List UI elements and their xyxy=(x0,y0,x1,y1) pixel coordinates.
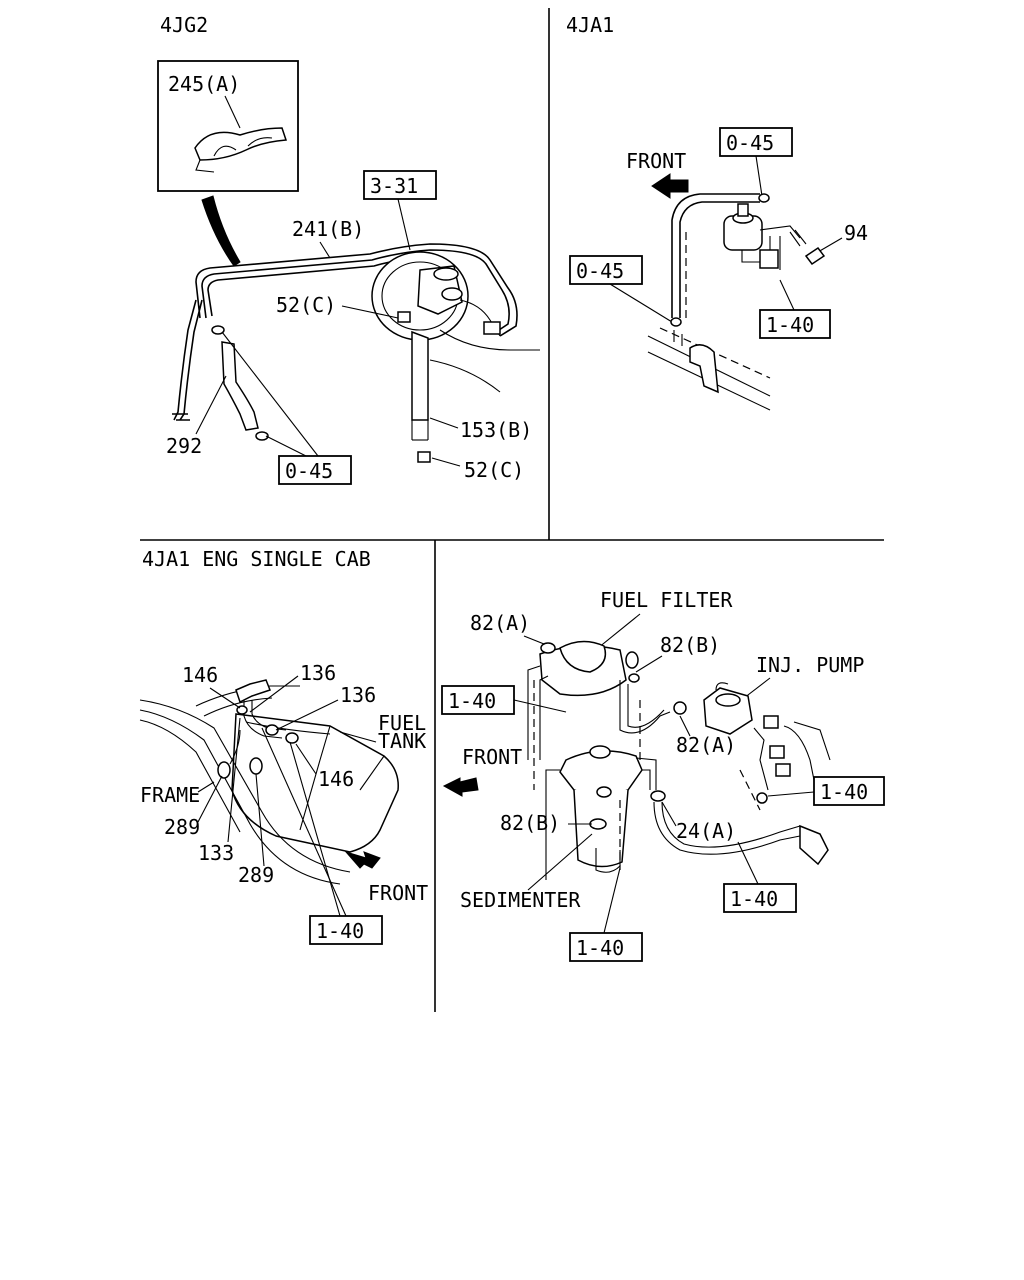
clamp-24a xyxy=(650,790,666,802)
ref-box-1-40-low-right xyxy=(723,883,797,913)
label-front-filter: FRONT xyxy=(462,745,522,769)
ref-1-40-single-cab: 1-40 xyxy=(316,919,364,943)
fuel-pipes-4ja1 xyxy=(671,193,770,318)
label-tank: TANK xyxy=(378,729,426,753)
label-front-single-cab: FRONT xyxy=(368,881,428,905)
injection-pump xyxy=(673,682,831,811)
front-arrow-filter xyxy=(442,777,479,797)
panel-title-4ja1: 4JA1 xyxy=(566,13,614,37)
panel-title-4jg2: 4JG2 xyxy=(160,13,208,37)
ref-1-40-bottom: 1-40 xyxy=(576,936,624,960)
ref-0-45-lower: 0-45 xyxy=(576,259,624,283)
frame-rail-4ja1 xyxy=(647,327,771,411)
bolt-52c-upper xyxy=(397,311,411,323)
ref-box-1-40-top xyxy=(759,309,831,339)
ref-box-1-40-left xyxy=(441,685,515,715)
label-82b-top: 82(B) xyxy=(660,633,720,657)
panel-dividers xyxy=(140,8,884,1012)
label-292: 292 xyxy=(166,434,202,458)
front-arrow-top xyxy=(651,173,689,199)
label-inj-pump: INJ. PUMP xyxy=(756,653,864,677)
ref-0-45: 0-45 xyxy=(285,459,333,483)
label-289-bottom: 289 xyxy=(238,863,274,887)
ref-3-31: 3-31 xyxy=(370,174,418,198)
label-front-top: FRONT xyxy=(626,149,686,173)
part-94-clip xyxy=(804,246,826,266)
hose-292 xyxy=(211,325,269,441)
ref-box-3-31 xyxy=(363,170,437,200)
label-241b: 241(B) xyxy=(292,217,364,241)
label-52c-lower: 52(C) xyxy=(464,458,524,482)
inset-pointer-arrow xyxy=(201,195,241,267)
ref-box-0-45-upper xyxy=(719,127,793,157)
panel-4ja1: 4JA1 FRONT 0-45 94 0-45 xyxy=(566,13,868,411)
label-frame: FRAME xyxy=(140,783,200,807)
ref-box-1-40-bottom xyxy=(569,932,643,962)
fuel-pipes-241b xyxy=(172,243,518,421)
label-136-mid: 136 xyxy=(340,683,376,707)
ref-1-40-low-right: 1-40 xyxy=(730,887,778,911)
label-sedimenter: SEDIMENTER xyxy=(460,888,581,912)
ref-0-45-upper: 0-45 xyxy=(726,131,774,155)
label-fuel-filter: FUEL FILTER xyxy=(600,588,733,612)
label-82a-top: 82(A) xyxy=(470,611,530,635)
ref-1-40-left: 1-40 xyxy=(448,689,496,713)
label-82b-low: 82(B) xyxy=(500,811,560,835)
filter-body xyxy=(371,251,540,393)
front-arrow-single-cab xyxy=(344,851,381,869)
ref-box-0-45-lower xyxy=(569,255,643,285)
label-245a: 245(A) xyxy=(168,72,240,96)
label-146-top: 146 xyxy=(182,663,218,687)
label-82a-mid: 82(A) xyxy=(676,733,736,757)
valve-body xyxy=(723,203,807,270)
hose-153b xyxy=(411,330,429,441)
clip-245a-drawing xyxy=(194,95,288,173)
label-52c-upper: 52(C) xyxy=(276,293,336,317)
vehicle-frame xyxy=(139,685,351,885)
label-146-right: 146 xyxy=(318,767,354,791)
sedimenter xyxy=(545,700,657,880)
ref-box-0-45 xyxy=(278,455,352,485)
return-hose xyxy=(653,801,829,866)
label-136-top: 136 xyxy=(300,661,336,685)
panel-4ja1-single-cab: 4JA1 ENG SINGLE CAB 1 xyxy=(139,547,428,945)
ref-box-1-40-right xyxy=(813,776,885,806)
panel-title-single-cab: 4JA1 ENG SINGLE CAB xyxy=(142,547,371,571)
label-133: 133 xyxy=(198,841,234,865)
ref-1-40-right: 1-40 xyxy=(820,780,868,804)
label-24a: 24(A) xyxy=(676,819,736,843)
panel-filter-sedimenter: FUEL FILTER 82(A) 82(B) INJ. PUMP xyxy=(441,588,885,962)
clip-inset-box xyxy=(157,60,299,192)
label-153b: 153(B) xyxy=(460,418,532,442)
tank-hoses xyxy=(217,679,299,779)
clip-0-45-lower xyxy=(670,317,682,327)
label-94: 94 xyxy=(844,221,868,245)
label-289-left: 289 xyxy=(164,815,200,839)
panel-4jg2: 4JG2 245(A) 3-31 241(B) xyxy=(157,13,540,485)
label-fuel: FUEL xyxy=(378,711,426,735)
bolt-52c-lower xyxy=(417,451,431,463)
ref-1-40-top: 1-40 xyxy=(766,313,814,337)
